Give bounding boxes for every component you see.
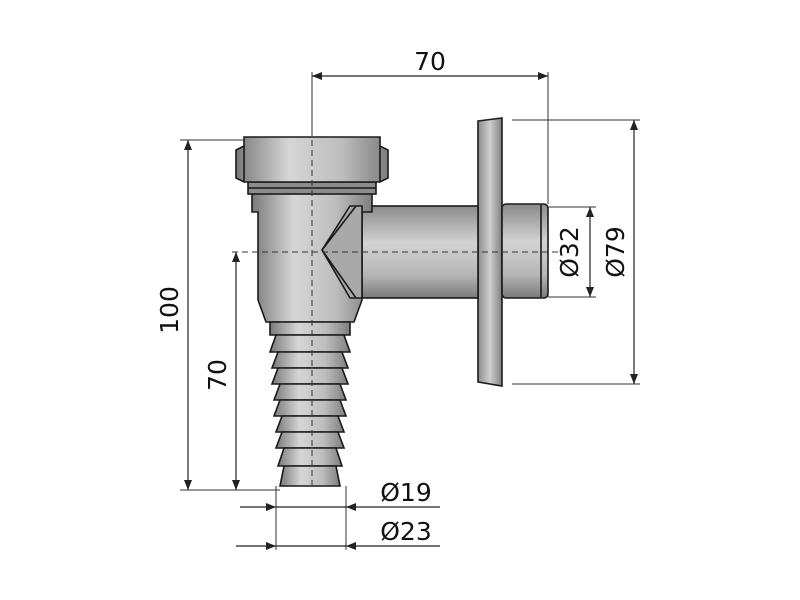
dimension-lines: [184, 72, 638, 550]
pipe-stub: [501, 203, 549, 299]
wall-flange: [477, 117, 503, 387]
hose-barb: [268, 321, 352, 487]
dim-pipe-diameter: Ø32: [555, 226, 584, 278]
center-lines: [232, 130, 560, 490]
dim-top-width: 70: [414, 47, 446, 76]
dim-flange-diameter: Ø79: [601, 226, 630, 278]
dimension-labels: 70 100 70 Ø32 Ø79 Ø19 Ø23: [155, 47, 630, 546]
dim-outlet-height: 70: [203, 359, 232, 391]
fitting-body: [235, 117, 549, 487]
dim-total-height: 100: [155, 286, 184, 334]
dim-hose-inner-diameter: Ø19: [380, 478, 432, 507]
dim-hose-outer-diameter: Ø23: [380, 517, 432, 546]
extension-lines: [180, 72, 640, 550]
